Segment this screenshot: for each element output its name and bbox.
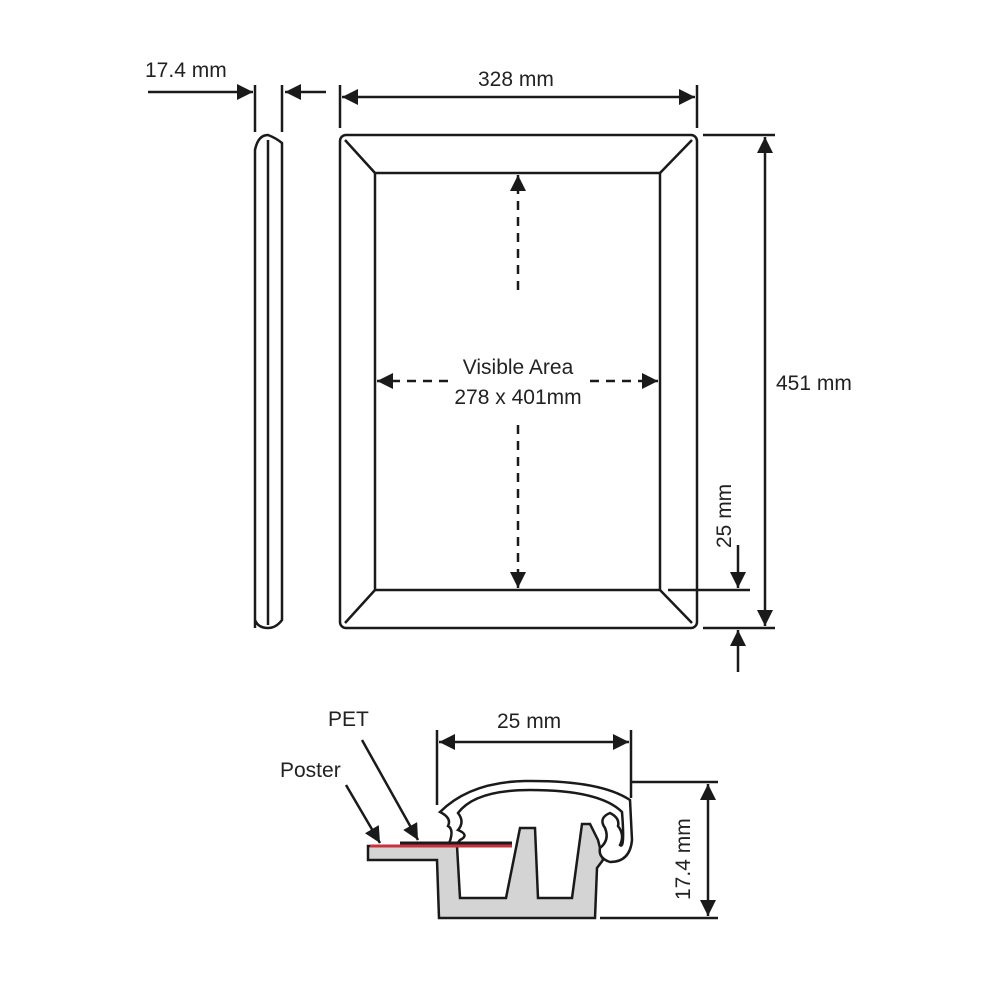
profile-width-label: 25 mm [497,710,561,733]
poster-label: Poster [280,759,341,782]
visible-area-title: Visible Area [463,356,574,379]
side-depth-label: 17.4 mm [145,59,227,82]
visible-area-size: 278 x 401mm [454,386,581,409]
height-label: 451 mm [776,372,852,395]
profile-section [344,730,718,920]
width-label: 328 mm [478,68,554,91]
front-view [338,85,775,672]
side-view [148,84,326,630]
pet-label: PET [328,708,369,731]
profile-depth-label: 17.4 mm [672,818,695,900]
border-width-label: 25 mm [713,484,736,548]
